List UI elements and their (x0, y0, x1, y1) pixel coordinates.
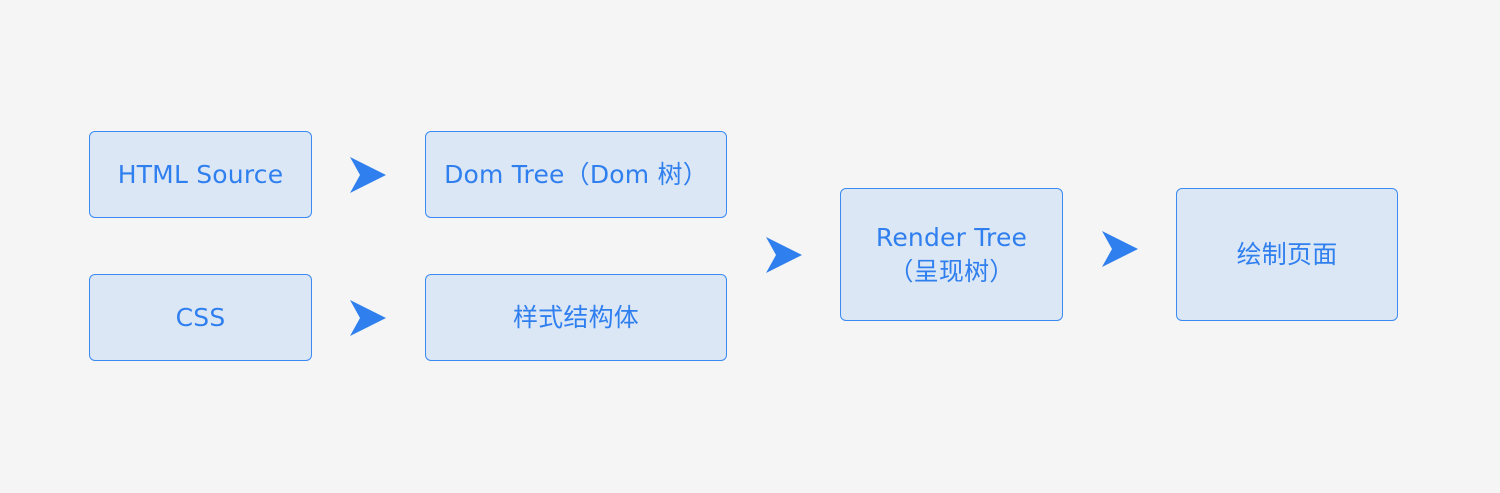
arrow-right-icon (350, 300, 386, 336)
dom-tree-box: Dom Tree（Dom 树） (425, 131, 727, 218)
paint-page-box: 绘制页面 (1176, 188, 1398, 321)
html-source-label: HTML Source (117, 159, 284, 189)
html-source-box: HTML Source (89, 131, 312, 218)
render-tree-box: Render Tree （呈现树） (840, 188, 1063, 321)
css-box: CSS (89, 274, 312, 361)
arrow-right-icon (350, 157, 386, 193)
arrow-right-icon (766, 237, 802, 273)
arrow-right-icon (1102, 231, 1138, 267)
css-label: CSS (175, 302, 226, 332)
style-struct-box: 样式结构体 (425, 274, 727, 361)
paint-page-label: 绘制页面 (1236, 239, 1338, 269)
render-tree-label-line2: （呈现树） (888, 256, 1015, 286)
style-struct-label: 样式结构体 (512, 302, 639, 332)
render-tree-label-line1: Render Tree (875, 222, 1028, 252)
dom-tree-label: Dom Tree（Dom 树） (444, 159, 708, 189)
